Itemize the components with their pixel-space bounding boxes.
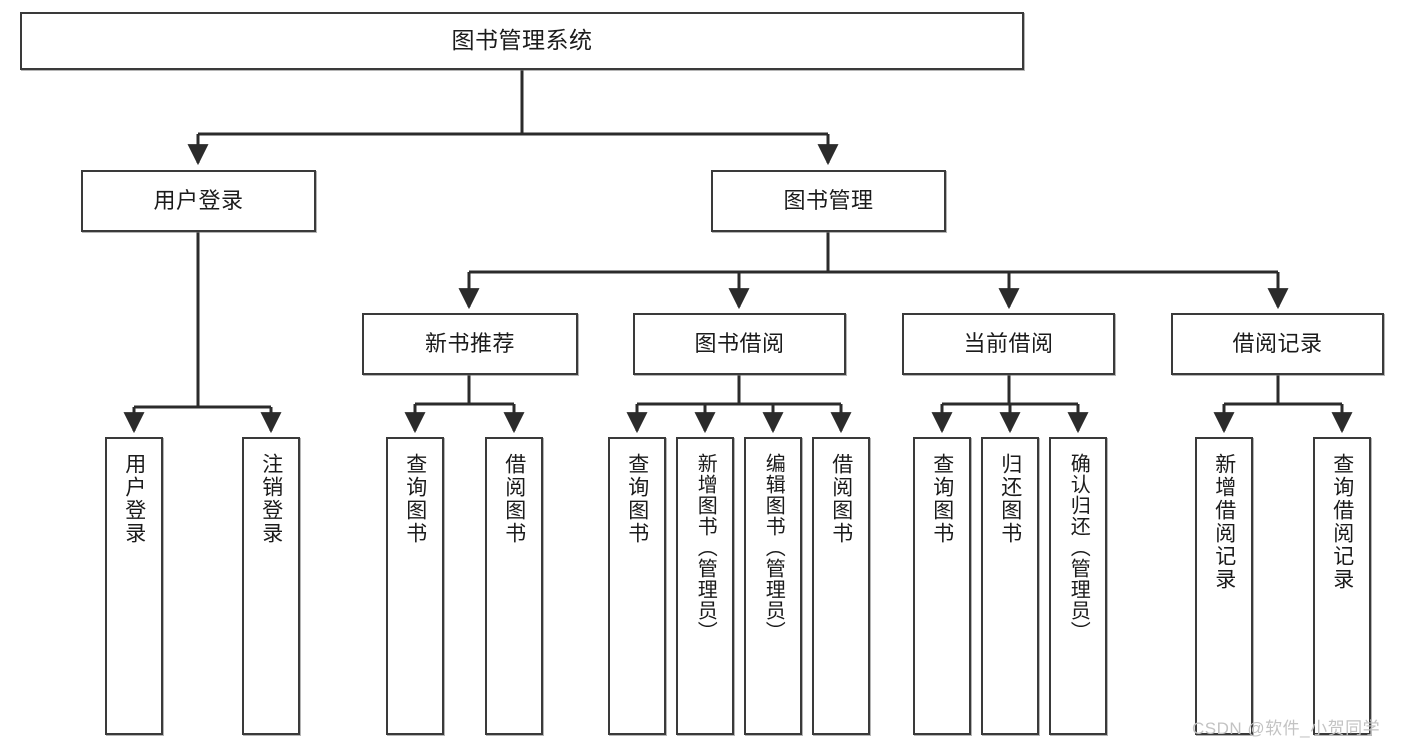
node-label: 新增图书（管理员） — [694, 453, 717, 642]
node-label: 用户登录 — [153, 188, 244, 214]
node-label: 查询图书 — [403, 453, 427, 545]
node-label: 借阅图书 — [502, 453, 526, 545]
leaf-recommend-query-book[interactable]: 查询图书 — [386, 437, 444, 735]
node-label: 用户登录 — [122, 453, 146, 545]
node-current-borrow[interactable]: 当前借阅 — [902, 313, 1115, 375]
leaf-user-login[interactable]: 用户登录 — [105, 437, 163, 735]
node-book-management[interactable]: 图书管理 — [711, 170, 946, 232]
node-label: 注销登录 — [259, 453, 283, 545]
leaf-borrow-add-book-admin[interactable]: 新增图书（管理员） — [676, 437, 734, 735]
csdn-watermark: CSDN @软件_小贺同学 — [1192, 719, 1381, 738]
node-label: 查询图书 — [625, 453, 649, 545]
leaf-borrow-borrow-book[interactable]: 借阅图书 — [812, 437, 870, 735]
leaf-current-return-book[interactable]: 归还图书 — [981, 437, 1039, 735]
node-book-borrow[interactable]: 图书借阅 — [633, 313, 846, 375]
leaf-borrow-query-book[interactable]: 查询图书 — [608, 437, 666, 735]
node-label: 确认归还（管理员） — [1067, 453, 1090, 642]
leaf-record-add-borrow-record[interactable]: 新增借阅记录 — [1195, 437, 1253, 735]
node-label: 查询图书 — [930, 453, 954, 545]
node-label: 图书借阅 — [694, 331, 785, 357]
leaf-user-logout[interactable]: 注销登录 — [242, 437, 300, 735]
node-borrow-record[interactable]: 借阅记录 — [1171, 313, 1384, 375]
node-new-book-recommend[interactable]: 新书推荐 — [362, 313, 578, 375]
node-label: 新书推荐 — [424, 331, 515, 357]
node-label: 图书管理 — [783, 188, 874, 214]
leaf-current-confirm-return-admin[interactable]: 确认归还（管理员） — [1049, 437, 1107, 735]
leaf-record-query-borrow-record[interactable]: 查询借阅记录 — [1313, 437, 1371, 735]
node-label: 借阅图书 — [829, 453, 853, 545]
node-label: 归还图书 — [998, 453, 1022, 545]
node-label: 查询借阅记录 — [1330, 453, 1354, 591]
leaf-recommend-borrow-book[interactable]: 借阅图书 — [485, 437, 543, 735]
node-label: 新增借阅记录 — [1212, 453, 1236, 591]
node-label: 当前借阅 — [963, 331, 1054, 357]
node-label: 借阅记录 — [1232, 331, 1323, 357]
node-label: 图书管理系统 — [451, 27, 593, 54]
node-root-system[interactable]: 图书管理系统 — [20, 12, 1024, 70]
leaf-current-query-book[interactable]: 查询图书 — [913, 437, 971, 735]
node-label: 编辑图书（管理员） — [762, 453, 785, 642]
leaf-borrow-edit-book-admin[interactable]: 编辑图书（管理员） — [744, 437, 802, 735]
node-user-login[interactable]: 用户登录 — [81, 170, 316, 232]
